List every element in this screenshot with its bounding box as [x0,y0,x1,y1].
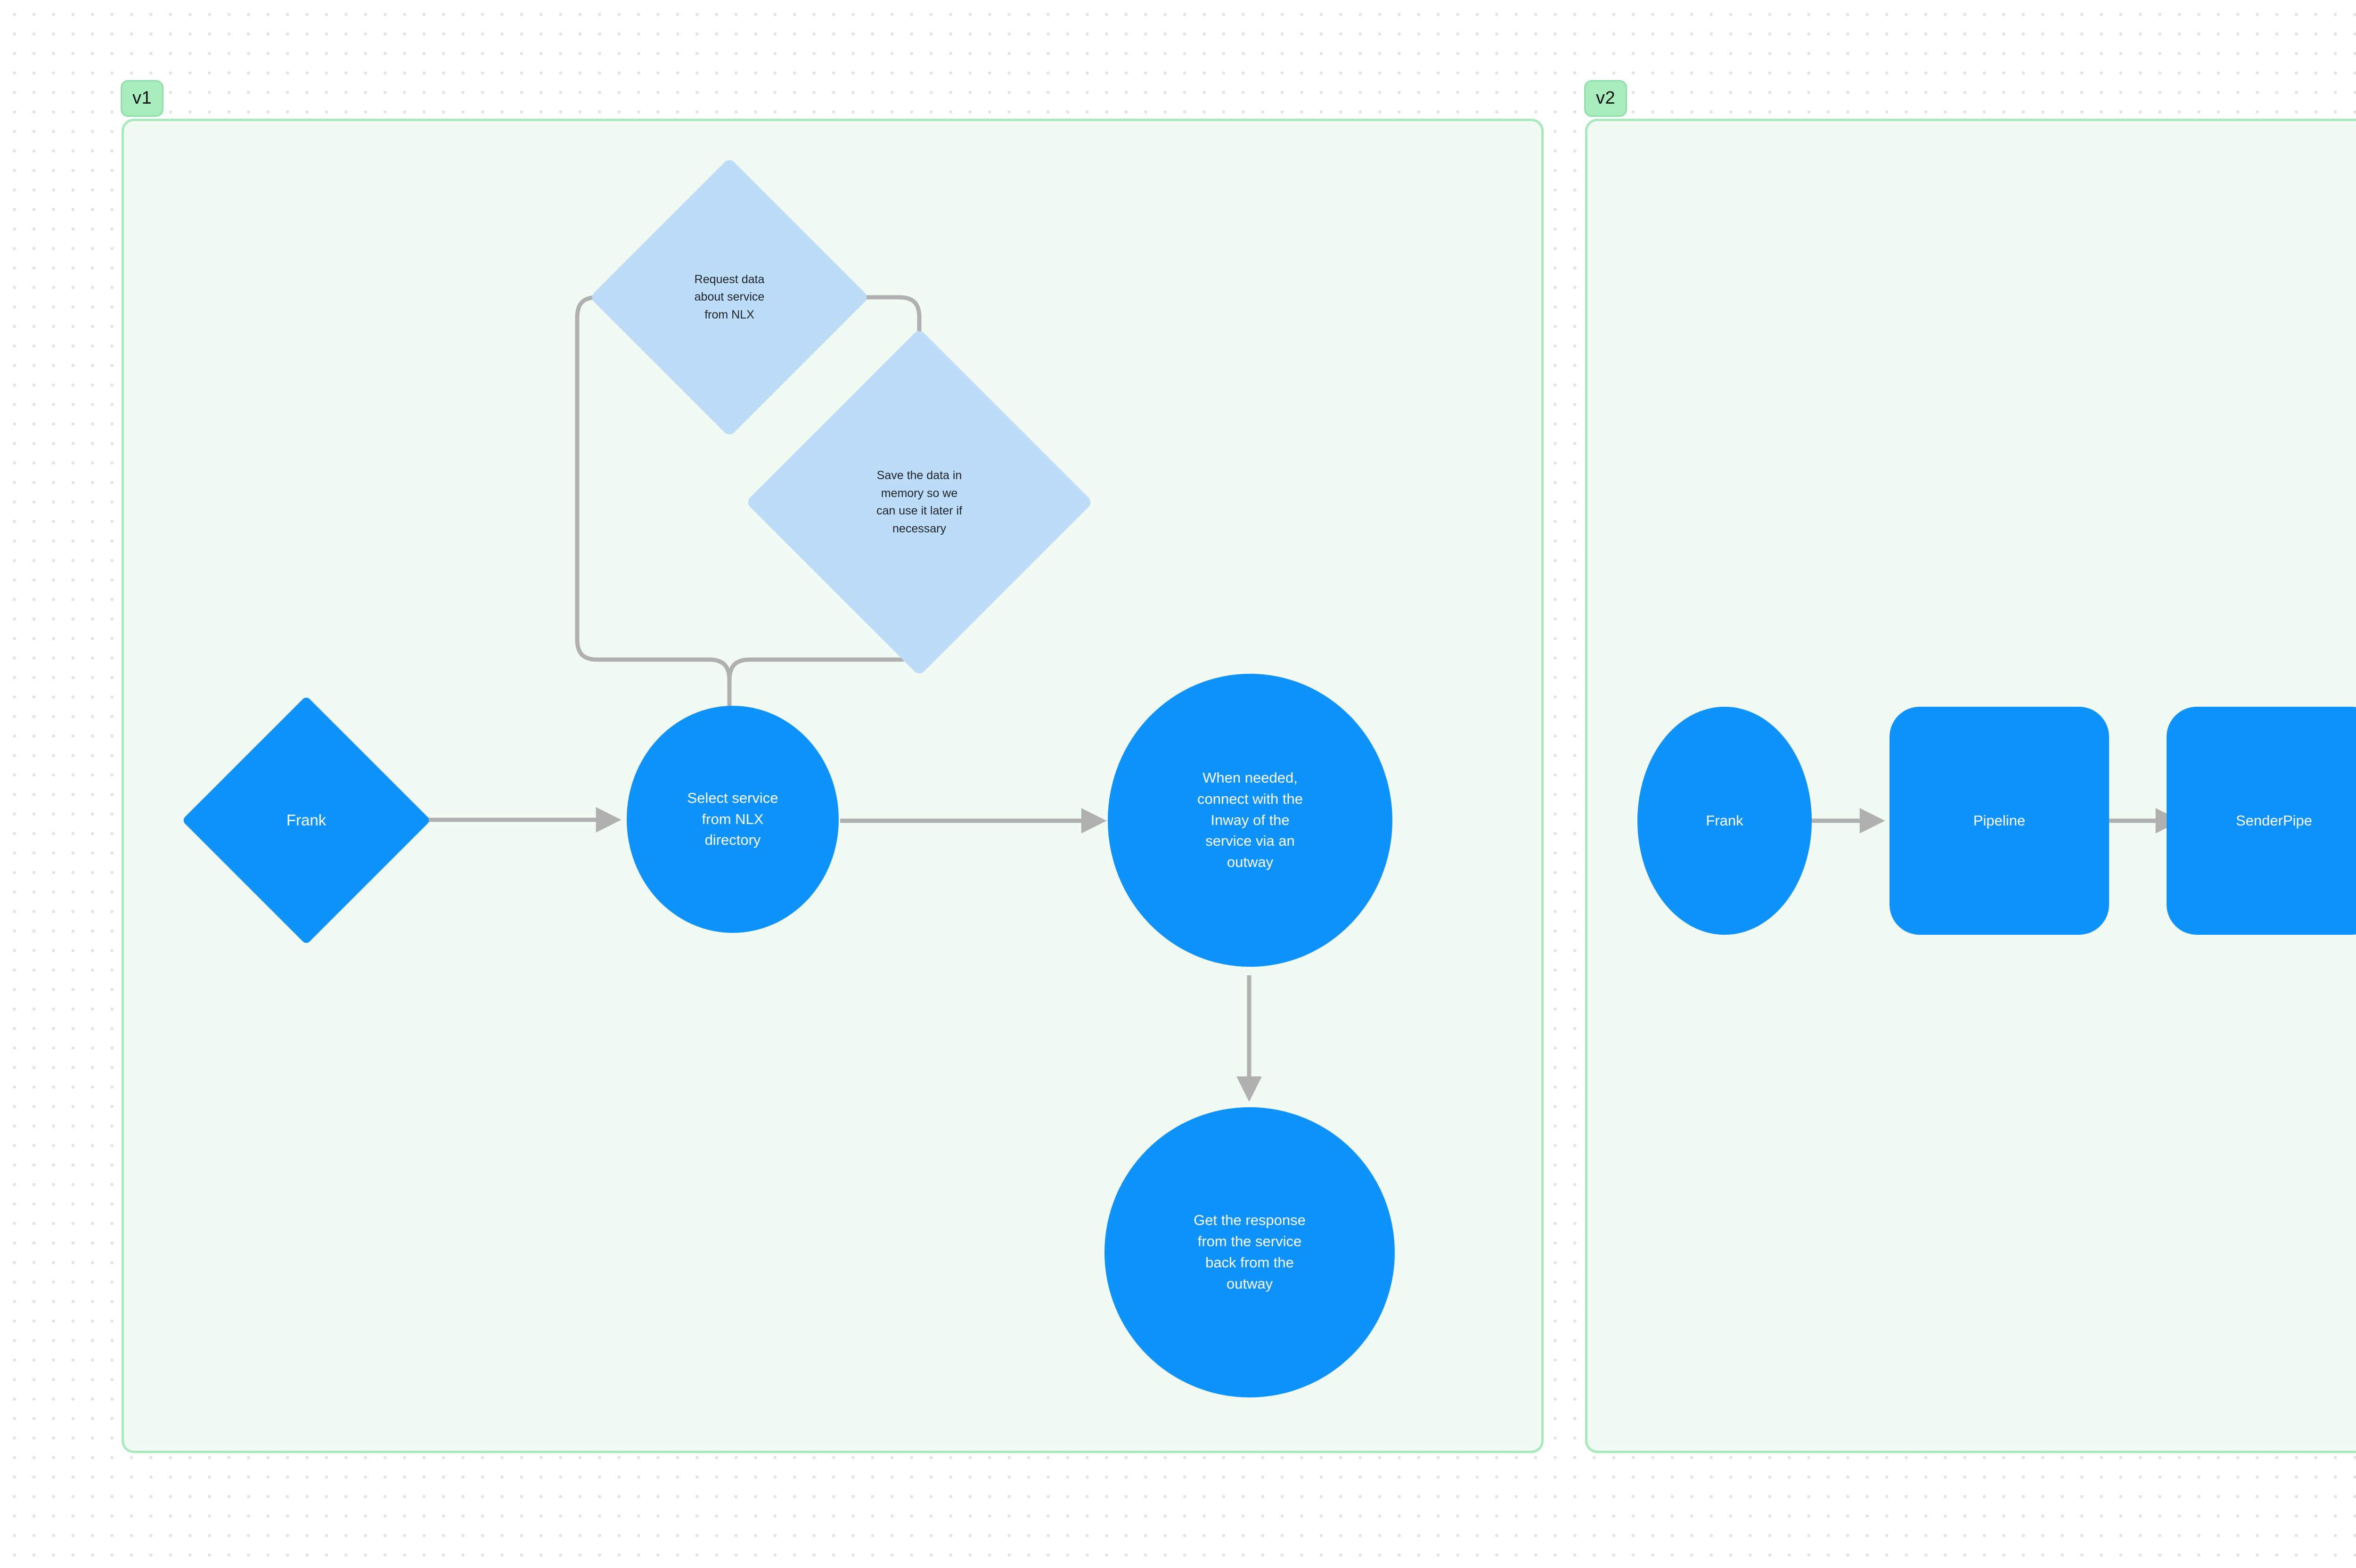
node-save-data[interactable]: Save the data in memory so we can use it… [745,328,1094,677]
group-badge-v1[interactable]: v1 [121,80,164,117]
node-get-response-label: Get the response from the service back f… [1194,1212,1306,1292]
node-select-service[interactable]: Select service from NLX directory [627,706,839,933]
group-badge-v2[interactable]: v2 [1584,80,1628,117]
node-frank-v2-label: Frank [1706,812,1743,829]
node-frank-v1-label: Frank [286,811,327,829]
group-badge-v2-label: v2 [1596,88,1616,108]
node-get-response[interactable]: Get the response from the service back f… [1104,1107,1395,1397]
group-badge-v1-label: v1 [132,88,152,108]
node-frank-v1[interactable]: Frank [181,695,431,945]
node-sender-pipe-label: SenderPipe [2235,812,2312,829]
node-connect-inway[interactable]: When needed, connect with the Inway of t… [1108,674,1392,967]
node-save-data-label: Save the data in memory so we can use it… [876,469,963,535]
node-pipeline-label: Pipeline [1973,812,2026,829]
node-connect-inway-label: When needed, connect with the Inway of t… [1197,769,1303,871]
node-pipeline[interactable]: Pipeline [1890,707,2109,935]
node-sender-pipe[interactable]: SenderPipe [2167,707,2356,935]
node-select-service-label: Select service from NLX directory [687,789,778,849]
node-request-data-label: Request data about service from NLX [694,272,765,321]
node-frank-v2[interactable]: Frank [1637,707,1812,935]
node-request-data[interactable]: Request data about service from NLX [589,157,869,437]
